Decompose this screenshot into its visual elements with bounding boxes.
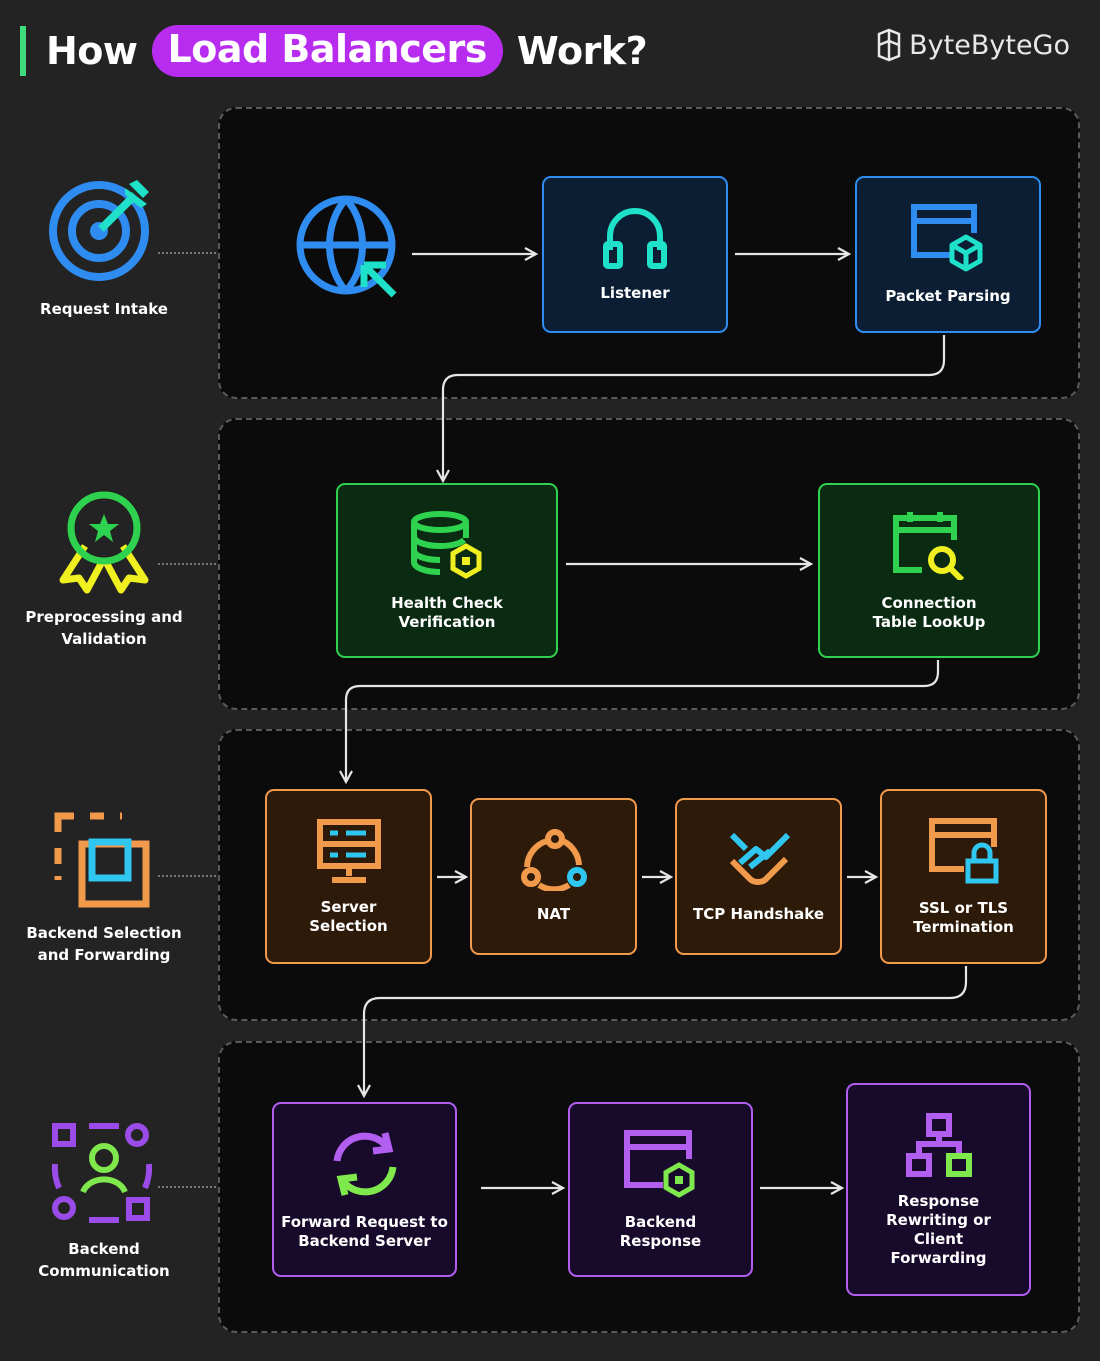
calendar-search-icon — [893, 511, 965, 580]
window-package-icon — [623, 1129, 694, 1198]
frame-select-icon — [54, 812, 150, 908]
nodes-cycle-icon — [520, 829, 587, 891]
hierarchy-icon — [905, 1112, 972, 1177]
refresh-cycle-icon — [333, 1131, 396, 1196]
stage-connector — [158, 1186, 216, 1188]
node-tcp-handshake[interactable]: TCP Handshake — [675, 798, 842, 955]
node-nat[interactable]: NAT — [470, 798, 637, 955]
node-connection-table[interactable]: Connection Table LookUp — [818, 483, 1040, 658]
node-ssl-termination[interactable]: SSL or TLS Termination — [880, 789, 1047, 964]
node-label: Response Rewriting or Client Forwarding — [886, 1191, 991, 1267]
node-backend-response[interactable]: Backend Response — [568, 1102, 753, 1277]
database-gear-icon — [411, 510, 482, 579]
node-label: Backend Response — [619, 1212, 702, 1250]
node-label: Forward Request to Backend Server — [281, 1212, 448, 1250]
node-label: SSL or TLS Termination — [913, 898, 1014, 936]
node-label: Health Check Verification — [391, 593, 503, 631]
stage-label: Backend Selection and Forwarding — [26, 924, 182, 964]
stage-label: Request Intake — [40, 300, 168, 318]
node-packet-parsing[interactable]: Packet Parsing — [855, 176, 1041, 333]
node-label: Server Selection — [309, 897, 388, 935]
stage-backend-communication: Backend Communication — [14, 1120, 194, 1282]
node-label: NAT — [536, 905, 571, 923]
brand-name: ByteByteGo — [909, 29, 1070, 61]
page-title: How Load Balancers Work? — [46, 24, 648, 78]
handshake-icon — [729, 832, 790, 885]
stage-connector — [158, 563, 216, 565]
stage-request-intake: Request Intake — [14, 176, 194, 320]
stage-label: Backend Communication — [38, 1240, 170, 1280]
title-pre: How — [46, 29, 138, 73]
node-label: Packet Parsing — [885, 287, 1011, 305]
award-ribbon-icon — [59, 491, 149, 594]
title-highlight: Load Balancers — [151, 25, 503, 77]
target-icon — [49, 180, 149, 281]
node-health-check[interactable]: Health Check Verification — [336, 483, 558, 658]
server-monitor-icon — [316, 818, 381, 883]
stage-label: Preprocessing and Validation — [25, 608, 183, 648]
stage-backend-selection: Backend Selection and Forwarding — [14, 810, 194, 966]
stage-connector — [158, 252, 216, 254]
node-forward-request[interactable]: Forward Request to Backend Server — [272, 1102, 457, 1277]
node-label: Listener — [600, 284, 670, 302]
node-server-selection[interactable]: Server Selection — [265, 789, 432, 964]
globe-cursor-icon — [296, 195, 397, 298]
node-response-rewriting[interactable]: Response Rewriting or Client Forwarding — [846, 1083, 1031, 1296]
node-listener[interactable]: Listener — [542, 176, 728, 333]
window-lock-icon — [928, 817, 998, 883]
stage-connector — [158, 875, 216, 877]
node-label: TCP Handshake — [692, 905, 825, 923]
title-post: Work? — [516, 29, 648, 73]
headphones-icon — [603, 208, 667, 269]
node-label: Connection Table LookUp — [872, 593, 986, 631]
brand-logo: ByteByteGo — [875, 28, 1070, 62]
stage-preprocessing: Preprocessing and Validation — [14, 490, 194, 650]
title-accent-bar — [20, 26, 26, 76]
users-network-icon — [51, 1123, 153, 1223]
bytebytego-logo-icon — [877, 28, 901, 62]
window-package-icon — [911, 204, 983, 272]
